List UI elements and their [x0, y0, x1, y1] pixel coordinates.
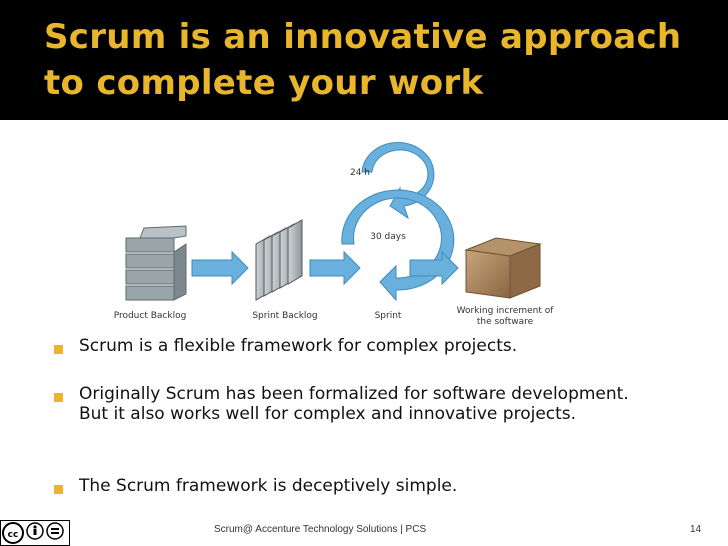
bullet-text: Originally Scrum has been formalized for… [79, 384, 629, 424]
noderivs-icon [46, 522, 64, 540]
bullet-icon [54, 345, 63, 354]
sprint-backlog-icon [255, 219, 303, 301]
bullet-text: Scrum is a flexible framework for comple… [79, 336, 518, 356]
working-increment-label: Working increment of the software [456, 306, 554, 327]
product-backlog-label: Product Backlog [113, 311, 187, 321]
page-number: 14 [690, 524, 702, 535]
bullet-text: The Scrum framework is deceptively simpl… [79, 476, 458, 496]
scrum-diagram-graphic [125, 141, 542, 302]
cycle-30days-label: 30 days [370, 232, 406, 242]
bullet-item: Scrum is a flexible framework for comple… [54, 336, 517, 356]
scrum-diagram: 24 h 30 days Product Backlog Sprint Back… [100, 132, 570, 332]
sprint-label: Sprint [374, 311, 402, 321]
arrow-icon [309, 250, 361, 286]
footer-text: Scrum@ Accenture Technology Solutions | … [214, 524, 427, 535]
slide-title: Scrum is an innovative approach to compl… [44, 17, 682, 103]
creative-commons-icon: cc [2, 522, 24, 544]
attribution-icon [26, 522, 44, 540]
arrow-icon [409, 250, 459, 286]
bullet-item: Originally Scrum has been formalized for… [54, 384, 639, 424]
bullet-icon [54, 485, 63, 494]
bullet-icon [54, 393, 63, 402]
product-backlog-icon [125, 225, 187, 301]
creative-commons-badge[interactable]: cc [0, 520, 70, 546]
product-box-icon [464, 237, 542, 299]
cycle-24h-label: 24 h [349, 168, 371, 178]
title-bar: Scrum is an innovative approach to compl… [0, 0, 728, 120]
svg-text:cc: cc [8, 530, 19, 540]
arrow-icon [191, 250, 249, 286]
sprint-backlog-label: Sprint Backlog [252, 311, 318, 321]
daily-cycle-icon [361, 141, 435, 220]
bullet-item: The Scrum framework is deceptively simpl… [54, 476, 457, 496]
